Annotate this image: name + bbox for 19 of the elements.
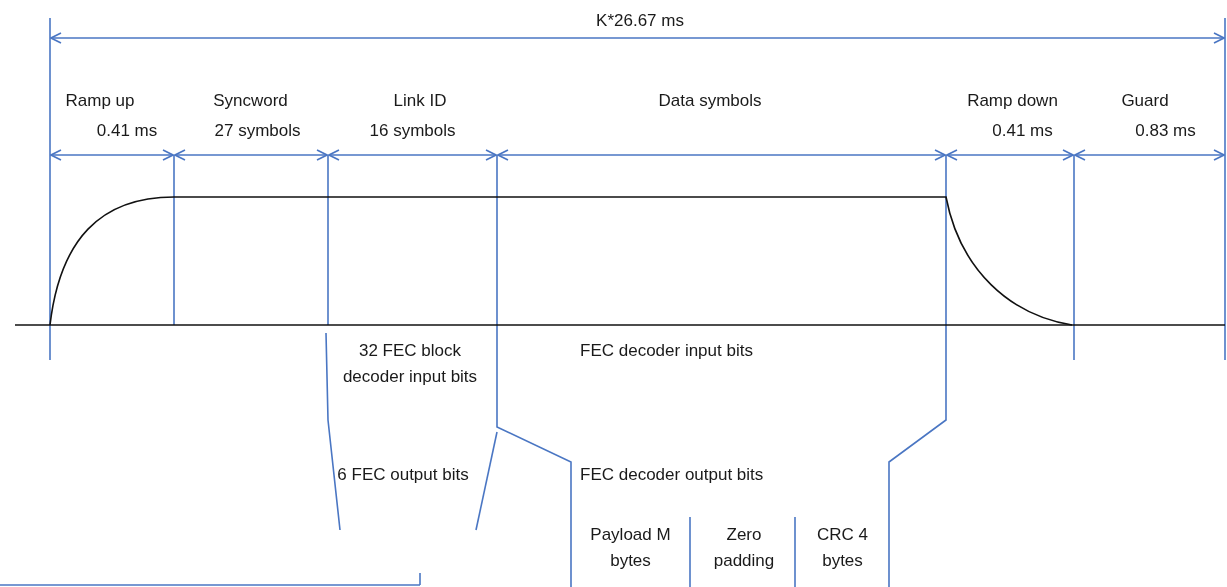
- segment-label: Guard: [1120, 90, 1170, 112]
- segment-label: Ramp up: [64, 90, 136, 112]
- segment-label: 0.41 ms: [95, 120, 159, 142]
- segment-label: Payload M bytes: [589, 524, 672, 572]
- segment-label: Zero padding: [712, 524, 776, 572]
- segment-label: 0.41 ms: [991, 120, 1054, 142]
- segment-label: Syncword: [212, 90, 289, 112]
- segment-label: Ramp down: [966, 90, 1059, 112]
- segment-label: 16 symbols: [368, 120, 457, 142]
- segment-label: 0.83 ms: [1134, 120, 1197, 142]
- segment-label: Link ID: [392, 90, 448, 112]
- segment-label: CRC 4 bytes: [816, 524, 869, 572]
- segment-label: FEC decoder input bits: [580, 340, 754, 362]
- segment-label: 32 FEC block decoder input bits: [341, 340, 479, 388]
- segment-label: 27 symbols: [213, 120, 302, 142]
- segment-label: Data symbols: [657, 90, 763, 112]
- segment-label: K*26.67 ms: [595, 10, 685, 32]
- segment-label: FEC decoder output bits: [580, 464, 765, 486]
- segment-label: 6 FEC output bits: [336, 464, 470, 486]
